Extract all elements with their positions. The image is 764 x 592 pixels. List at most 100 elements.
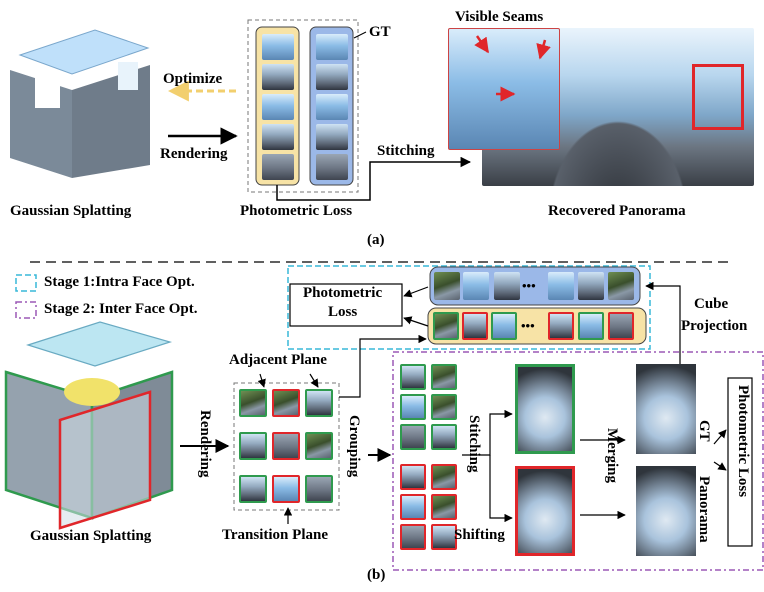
- optimize-label: Optimize: [163, 71, 223, 87]
- render-tile-3: [262, 94, 294, 120]
- gt-row-tile-3: [494, 272, 520, 300]
- cube-projection-arrow: [645, 281, 681, 372]
- grid-tile-3-3: [305, 475, 333, 503]
- render-row-tile-1: [433, 312, 459, 340]
- shifting-label: Shifting: [454, 527, 505, 543]
- pano-to-vloss-arrow: [713, 461, 727, 471]
- cube-projection-line1: Cube: [694, 296, 729, 312]
- rendering-label-a: Rendering: [160, 146, 228, 162]
- merging-label: Merging: [604, 428, 620, 483]
- gt-pointer-line: [353, 31, 367, 39]
- stage2-box: [392, 351, 764, 571]
- gt-row-tile-5: [578, 272, 604, 300]
- photometric-loss-b-line2: Loss: [328, 304, 358, 320]
- gaussian-splatting-label-a: Gaussian Splatting: [10, 203, 132, 219]
- stitching-arrow-a: [276, 156, 472, 201]
- gt-tile-1: [316, 34, 348, 60]
- grid-to-render-row-arrow: [339, 334, 427, 398]
- stitching-label-b: Stitching: [466, 415, 482, 473]
- group-a-tile-5: [400, 424, 426, 450]
- gt-pano-image: [636, 364, 696, 454]
- group-b-tile-4: [431, 494, 457, 520]
- grid-tile-3-2: [272, 475, 300, 503]
- render-row-tile-6: [608, 312, 634, 340]
- render-to-loss-arrow: [403, 316, 429, 327]
- gt-to-vloss-arrow: [713, 429, 727, 445]
- adjacent-plane-label: Adjacent Plane: [229, 352, 327, 368]
- vertical-loss-box: [727, 377, 753, 547]
- caption-a: (a): [367, 232, 385, 248]
- visible-seams-label: Visible Seams: [455, 9, 544, 25]
- group-a-tile-6: [431, 424, 457, 450]
- gt-tile-4: [316, 124, 348, 150]
- recovered-panorama-label: Recovered Panorama: [548, 203, 686, 219]
- render-grid-box: [233, 382, 340, 511]
- render-row-tile-5: [578, 312, 604, 340]
- stage1-legend-swatch: [15, 274, 37, 292]
- render-tile-5: [262, 154, 294, 180]
- group-a-tile-1: [400, 364, 426, 390]
- seam-arrow-1: [474, 35, 490, 54]
- group-b-tile-2: [431, 464, 457, 490]
- seam-arrow-2: [536, 39, 551, 60]
- seam-highlight-box: [692, 64, 744, 130]
- render-tile-2: [262, 64, 294, 90]
- gt-to-loss-arrow: [403, 286, 429, 298]
- photometric-loss-vertical-label: Photometric Loss: [735, 385, 751, 498]
- grid-tile-1-1: [239, 389, 267, 417]
- render-tile-4: [262, 124, 294, 150]
- photometric-loss-box-b: [289, 283, 403, 327]
- gaussian-splatting-label-b: Gaussian Splatting: [30, 528, 152, 544]
- group-b-tile-6: [431, 524, 457, 550]
- stitched-pano-red: [515, 466, 575, 556]
- adjacent-arrow-right: [309, 373, 319, 388]
- transition-plane-label: Transition Plane: [222, 527, 328, 543]
- rendering-label-b: Rendering: [197, 410, 213, 478]
- grid-tile-3-1: [239, 475, 267, 503]
- render-row-ellipsis: •••: [521, 318, 535, 333]
- render-row-tile-2: [462, 312, 488, 340]
- shifting-arrow: [489, 455, 513, 523]
- panorama-label-b: Panorama: [696, 476, 712, 543]
- grid-tile-2-3: [305, 432, 333, 460]
- group-b-tile-3: [400, 494, 426, 520]
- stage2-legend-label: Stage 2: Inter Face Opt.: [44, 301, 198, 317]
- gt-row-tile-1: [434, 272, 460, 300]
- stitched-pano-green: [515, 364, 575, 454]
- stitching-label-a: Stitching: [377, 143, 435, 159]
- stage1-box: [287, 265, 651, 350]
- loss-dashed-box-a: [247, 19, 359, 193]
- gt-row-tile-6: [608, 272, 634, 300]
- cube-projection-line2: Projection: [681, 318, 748, 334]
- group-a-tile-3: [400, 394, 426, 420]
- render-tile-1: [262, 34, 294, 60]
- grouping-label: Grouping: [346, 415, 362, 478]
- group-b-tile-5: [400, 524, 426, 550]
- grid-tile-2-1: [239, 432, 267, 460]
- group-b-tile-1: [400, 464, 426, 490]
- render-row-tile-3: [491, 312, 517, 340]
- stage1-legend-label: Stage 1:Intra Face Opt.: [44, 274, 195, 290]
- group-a-tile-4: [431, 394, 457, 420]
- gt-label-a: GT: [369, 24, 391, 40]
- adjacent-arrow-left: [257, 373, 266, 388]
- gaussian-cube-a: [10, 29, 150, 178]
- render-row-tile-4: [548, 312, 574, 340]
- grid-tile-1-3: [305, 389, 333, 417]
- photometric-loss-label-a: Photometric Loss: [240, 203, 353, 219]
- gt-tile-2: [316, 64, 348, 90]
- merged-pano-image: [636, 466, 696, 556]
- caption-b: (b): [367, 567, 386, 583]
- grid-tile-1-2: [272, 389, 300, 417]
- gt-row-ellipsis: •••: [522, 278, 536, 293]
- photometric-loss-b-line1: Photometric: [303, 285, 383, 301]
- grid-tile-2-2: [272, 432, 300, 460]
- stage2-legend-swatch: [15, 301, 37, 319]
- gt-row-tile-2: [463, 272, 489, 300]
- group-a-tile-2: [431, 364, 457, 390]
- gt-label-b: GT: [696, 420, 712, 442]
- stitching-arrow-b: [462, 409, 513, 456]
- gt-tile-5: [316, 154, 348, 180]
- gt-tile-3: [316, 94, 348, 120]
